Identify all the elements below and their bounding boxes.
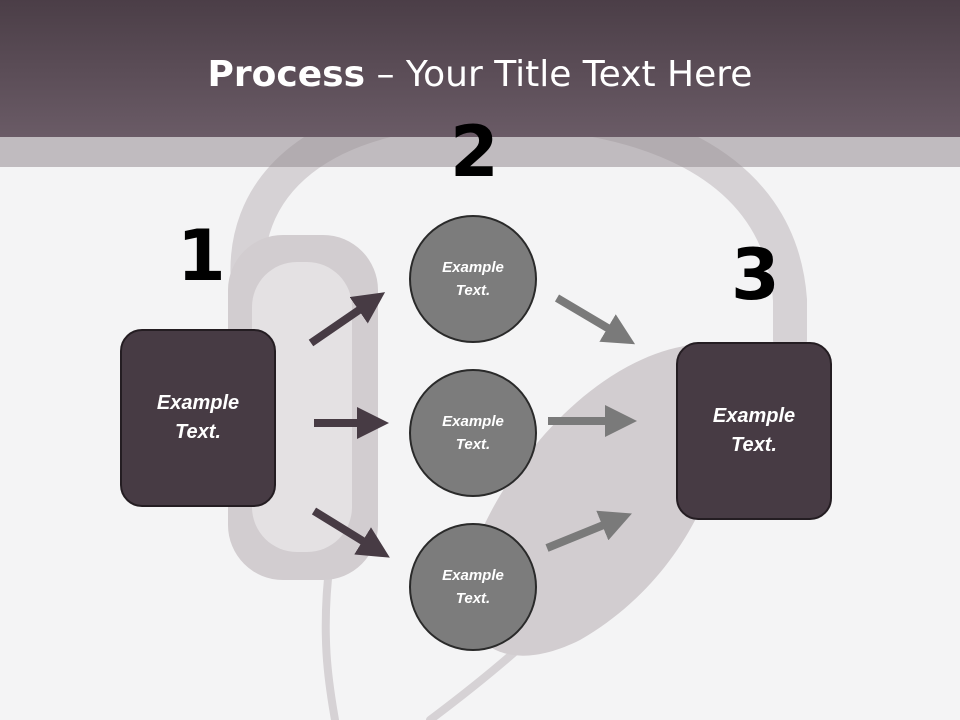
- step-1-label-line2: Text.: [175, 421, 221, 443]
- step-number-1: 1: [177, 215, 226, 297]
- circle-top-label-line1: Example: [442, 259, 504, 276]
- arrow-right-icon: [554, 294, 636, 345]
- step-1-label-line1: Example: [156, 392, 240, 414]
- step-3-label-line2: Text.: [731, 434, 777, 456]
- step-3-label-line1: Example: [712, 405, 796, 427]
- arrow-right-icon: [311, 507, 390, 558]
- arrow-right-icon: [545, 510, 632, 552]
- title-rest: – Your Title Text Here: [365, 54, 753, 95]
- title-bold: Process: [207, 54, 366, 95]
- circle-bottom-label-line2: Text.: [455, 590, 491, 607]
- circle-middle-label-line1: Example: [442, 413, 504, 430]
- slide-title: Process – Your Title Text Here: [0, 52, 960, 98]
- circle-bottom-label-line1: Example: [442, 567, 504, 584]
- arrow-right-icon: [308, 292, 386, 347]
- circle-middle-label-line2: Text.: [455, 436, 491, 453]
- title-bar: [0, 0, 960, 137]
- circle-top-label-line2: Text.: [455, 282, 491, 299]
- step-number-3: 3: [731, 234, 780, 316]
- header-band: [0, 137, 960, 167]
- step-number-2: 2: [450, 111, 499, 193]
